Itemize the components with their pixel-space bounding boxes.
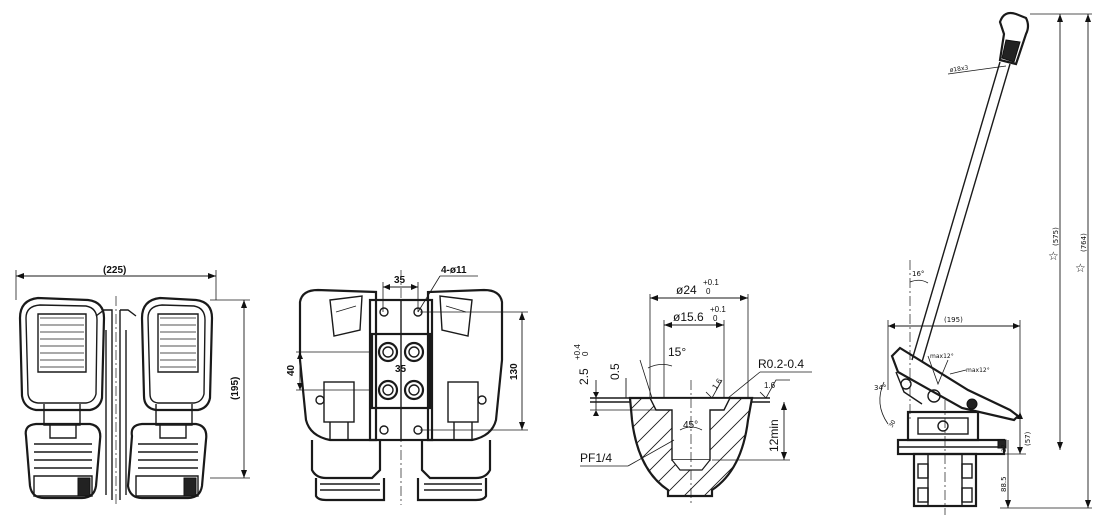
- front-height-dim: (195): [230, 377, 241, 400]
- port-3: [377, 379, 399, 401]
- chamfer-depth: 0.5: [608, 363, 622, 380]
- body-height: (57): [1024, 431, 1032, 446]
- height-inner: (575): [1052, 227, 1060, 246]
- front-width-dim: (225): [103, 265, 126, 276]
- left-pedal: [18, 296, 106, 500]
- front-view: (225) (195): [15, 265, 250, 505]
- outer-dia: ø24: [676, 283, 697, 297]
- handle-dia: ø18x3: [949, 64, 969, 74]
- outer-tol-low: 0: [706, 287, 711, 296]
- left-shell: [298, 288, 378, 442]
- pedal: [890, 346, 1020, 422]
- port-4: [403, 379, 425, 401]
- chamfer-angle: 15°: [668, 345, 686, 359]
- pedal-offset: 30: [888, 419, 898, 429]
- flange-thk: 27: [1001, 444, 1008, 452]
- svg-text:☆: ☆: [1048, 249, 1059, 263]
- lever-side-view: ø18x3 16° (575) ☆ (764) ☆ (195) max12°: [874, 11, 1092, 515]
- radius-note: R0.2-0.4: [758, 357, 804, 371]
- inner-dia: ø15.6: [673, 310, 704, 324]
- bottom-height: 88.5: [1000, 476, 1008, 492]
- holes-callout: 4-ø11: [441, 265, 467, 276]
- thread-depth: 12min: [767, 419, 781, 452]
- mounting-spacing-top: 35: [394, 275, 406, 286]
- max-angle-2: max12°: [966, 367, 990, 374]
- mounting-side-dim: 40: [286, 364, 297, 376]
- cb-tol-low: 0: [581, 351, 590, 356]
- outer-tol-up: +0.1: [703, 278, 719, 287]
- inner-tol-up: +0.1: [710, 305, 726, 314]
- inner-tol-low: 0: [713, 314, 718, 323]
- mounting-height-dim: 130: [509, 363, 520, 380]
- right-shell: [426, 288, 504, 442]
- tilt-angle: 16°: [912, 270, 924, 278]
- port-2: [403, 341, 425, 363]
- base-width: (195): [944, 316, 963, 324]
- drill-angle: 45°: [683, 420, 698, 431]
- center-frame: [95, 296, 137, 505]
- handle-grip: [998, 11, 1030, 66]
- right-pedal: [126, 296, 214, 500]
- cb-depth: 2.5: [577, 368, 591, 385]
- max-angle-1: max12°: [930, 353, 954, 360]
- port-1: [377, 341, 399, 363]
- roughness-2: 1.6: [764, 381, 776, 390]
- port-detail: ø24 +0.1 0 ø15.6 +0.1 0 2.5 +0.4 0 0.5 1…: [573, 278, 812, 505]
- mounting-view: 35 4-ø11: [286, 265, 528, 505]
- height-outer: (764): [1080, 233, 1088, 252]
- svg-text:☆: ☆: [1075, 261, 1086, 275]
- pedal-angle: 34°: [874, 384, 886, 392]
- roughness-1: 1.6: [710, 376, 724, 391]
- cb-tol-up: +0.4: [573, 344, 582, 360]
- thread-spec: PF1/4: [580, 451, 612, 465]
